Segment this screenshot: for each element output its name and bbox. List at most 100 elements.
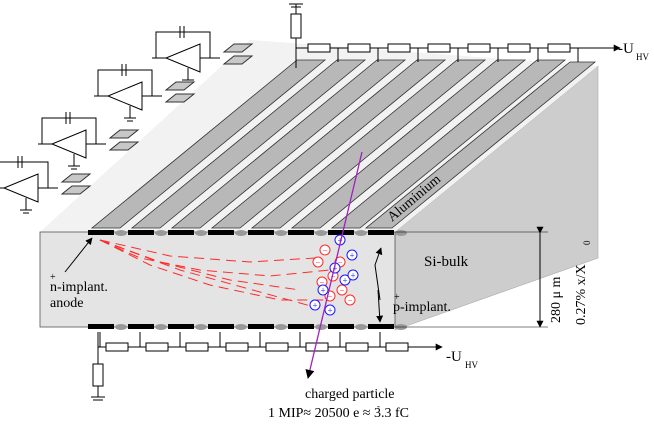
electron-charge: − [336,284,348,296]
n-implant-strips [88,230,407,236]
n-implant [368,230,394,235]
readout-amplifiers [0,26,254,214]
radiation-length-label: 0.27% x/X [574,264,589,325]
svg-text:−: − [322,246,327,256]
p-stop [115,230,127,236]
coupling-pad [108,141,140,151]
hv-top-label: -U [618,41,634,57]
n-implant [128,230,154,235]
svg-text:−: − [337,258,342,268]
electron-charge: − [312,256,324,268]
anode-label: anode [50,296,83,311]
n-implant [248,230,274,235]
p-implant [288,324,314,329]
hv-bottom-label: -U [446,349,462,365]
n-implant [168,230,194,235]
hole-charge: + [339,274,351,286]
hole-charge: + [346,249,358,261]
n-stop [115,324,127,330]
p-implant [208,324,234,329]
amplifier-stage [0,156,92,214]
aluminium-strip [330,59,567,229]
svg-text:−: − [327,292,332,302]
mip-label: 1 MIP≈ 20500 e ≈ 3.3 fC [268,406,409,419]
detector-top-face [40,40,598,232]
coupling-pad [222,43,254,53]
coupling-pad [60,173,92,183]
thickness-label: 280 μ m [549,276,564,323]
p-stop [355,230,367,236]
p-implant [88,324,114,329]
hv-bottom-subscript: HV [465,360,478,370]
p-stop [235,230,247,236]
bottom-bias-network [91,332,443,401]
aluminium-strip [290,59,527,229]
resistor-icon [265,342,289,352]
aluminium-strip [250,59,487,229]
resistor-icon [145,342,169,352]
resistor-icon [345,342,369,352]
n-implant-label: n-implant. [50,280,108,295]
charged-particle-track [305,151,363,379]
svg-text:+: + [332,264,337,274]
n-stop [195,324,207,330]
svg-text:+: + [350,271,355,281]
coupling-pad [164,81,196,91]
resistor-icon [547,43,571,53]
hole-charge: + [324,304,336,316]
electron-track [99,239,331,277]
electron-charge: − [344,294,356,306]
electron-superscript: - [377,401,380,411]
p-stop [195,230,207,236]
resistor-icon [427,43,451,53]
radiation-length-subscript: 0 [582,240,592,245]
p-stop [275,230,287,236]
p-stop [155,230,167,236]
aluminium-strip [364,61,597,229]
hole-charge: + [347,269,359,281]
top-bias-network [289,3,621,68]
svg-text:+: + [327,306,332,316]
si-bulk-label: Si-bulk [424,254,469,270]
svg-text:−: − [347,296,352,306]
resistor-icon [385,342,409,352]
resistor-icon [507,43,531,53]
resistor-icon [290,13,302,39]
n-implant-superscript: + [50,272,56,283]
resistor-icon [467,43,491,53]
particle-label: charged particle [305,387,395,402]
electron-track [99,239,301,291]
p-implant [168,324,194,329]
n-stop [275,324,287,330]
p-implant-superscript: + [394,292,400,303]
n-implant [288,230,314,235]
hole-charge: + [309,299,321,311]
p-implant [248,324,274,329]
svg-text:−: − [315,258,320,268]
n-stop [355,324,367,330]
svg-text:−: − [330,272,335,282]
amplifier-icon [164,43,201,73]
coupling-pad [60,185,92,195]
electron-track [99,239,330,301]
p-stop [315,230,327,236]
p-implant [128,324,154,329]
n-stop [315,324,327,330]
resistor-icon [92,363,104,387]
svg-text:−: − [339,286,344,296]
svg-text:+: + [320,286,325,296]
p-implant [328,324,354,329]
svg-text:−: − [319,278,324,288]
p-stop [395,230,407,236]
hole-charge: + [317,284,329,296]
resistor-icon [305,342,329,352]
aluminium-strips [90,59,597,229]
p-implant-annotation [374,247,384,323]
amplifier-stage [152,26,254,84]
coupling-pad [108,129,140,139]
resistor-icon [347,43,371,53]
n-implant [208,230,234,235]
amplifier-stage [38,112,140,170]
amplifier-icon [106,81,143,111]
